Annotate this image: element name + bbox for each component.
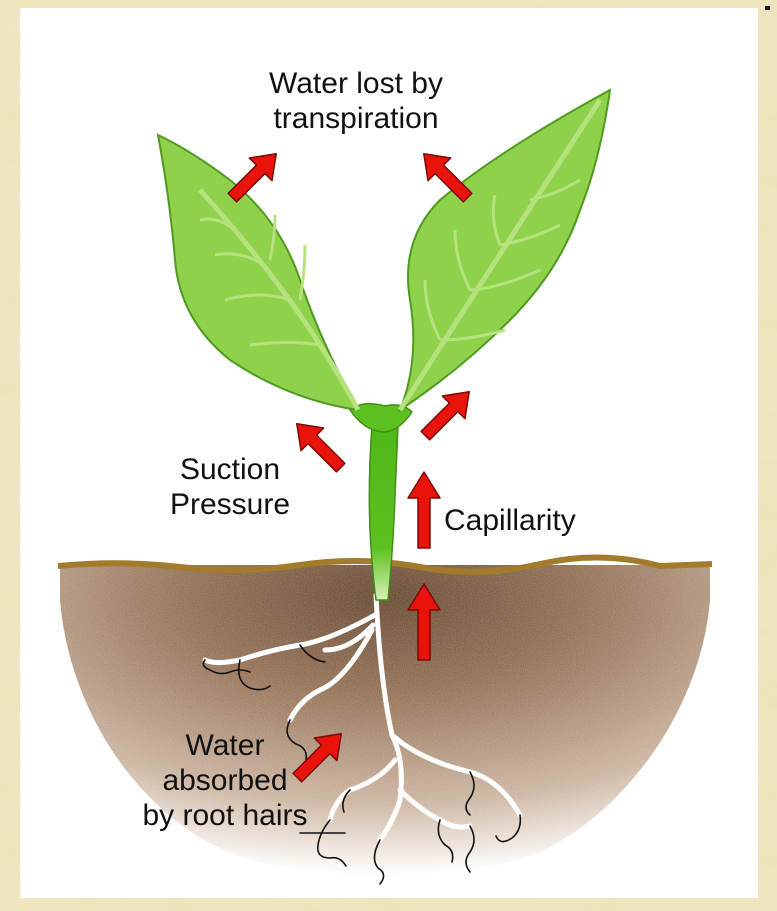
absorbed-line-1: Water	[130, 728, 320, 763]
water-absorbed-label: Water absorbed by root hairs	[130, 728, 320, 833]
transpiration-line-2: transpiration	[236, 101, 476, 136]
capillarity-text: Capillarity	[444, 504, 576, 537]
suction-pressure-label: Suction Pressure	[160, 452, 300, 522]
absorbed-line-2: absorbed	[130, 763, 320, 798]
capillarity-arrow	[408, 472, 440, 548]
suction-line-2: Pressure	[160, 487, 300, 522]
transpiration-label: Water lost by transpiration	[236, 66, 476, 136]
right-leaf	[400, 90, 610, 410]
transpiration-line-1: Water lost by	[236, 66, 476, 101]
suction-line-1: Suction	[160, 452, 300, 487]
capillarity-label: Capillarity	[444, 503, 576, 538]
absorbed-line-3: by root hairs	[130, 798, 320, 833]
